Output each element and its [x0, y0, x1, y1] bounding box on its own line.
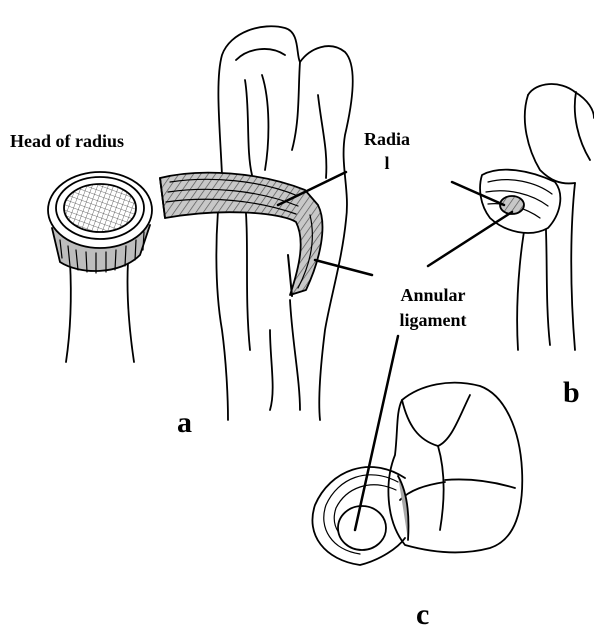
annular-ligament-label: Annular ligament	[378, 286, 488, 329]
panel-b-drawing	[480, 84, 594, 350]
radial-label: Radia l	[352, 130, 422, 172]
annular-ligament-band	[160, 173, 322, 296]
panel-a-letter: a	[177, 408, 192, 438]
panel-c-drawing	[312, 383, 522, 565]
radius-head-drawing	[48, 172, 152, 362]
head-of-radius-label: Head of radius	[10, 132, 124, 150]
ulna-drawing	[216, 26, 352, 420]
annular-leader-line-b	[428, 212, 512, 266]
panel-a-drawing	[48, 26, 353, 420]
annular-label-line1: Annular	[378, 286, 488, 304]
panel-b-letter: b	[563, 378, 580, 408]
annular-leader-line-a	[315, 260, 372, 275]
radial-label-line2: l	[352, 154, 422, 172]
panel-c-letter: c	[416, 600, 429, 630]
annular-label-line2: ligament	[378, 311, 488, 329]
radial-label-line1: Radia	[352, 130, 422, 148]
